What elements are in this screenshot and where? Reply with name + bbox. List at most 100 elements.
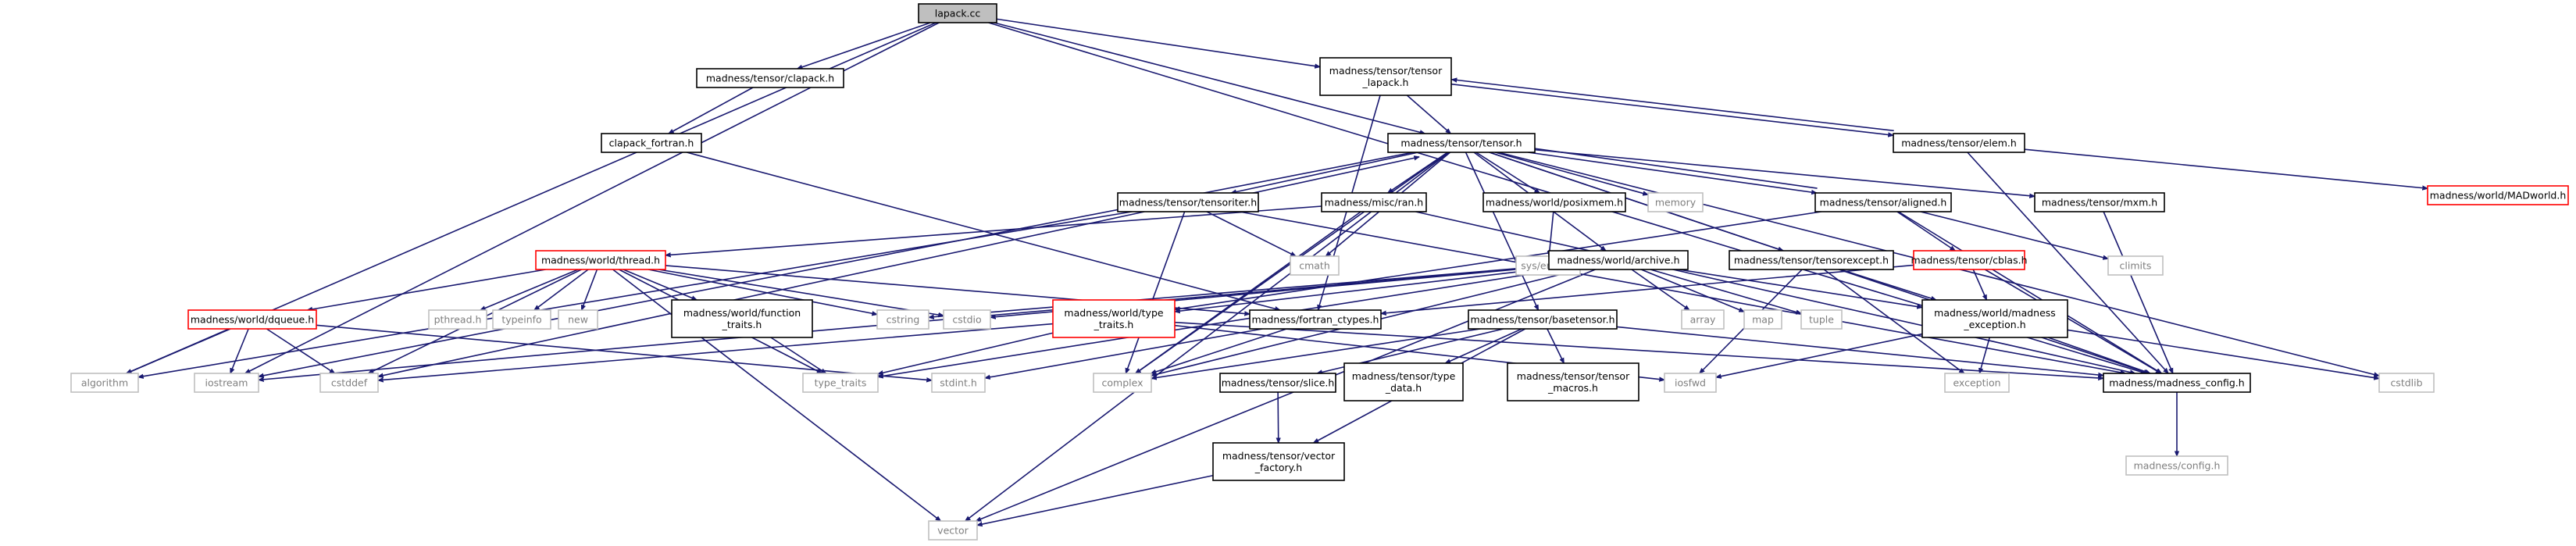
node-box-cfortran bbox=[601, 133, 702, 153]
node-label-basetensor: madness/tensor/basetensor.h bbox=[1470, 314, 1614, 326]
node-box-fctypes bbox=[1249, 309, 1382, 330]
node-label-elem: madness/tensor/elem.h bbox=[1901, 137, 2017, 149]
node-label-ran: madness/misc/ran.h bbox=[1325, 197, 1423, 209]
node-box-ran bbox=[1321, 192, 1427, 212]
node-label-memory: memory bbox=[1655, 197, 1697, 209]
edge-elem-to-tlapack bbox=[1452, 80, 1894, 132]
node-array: array bbox=[1681, 309, 1725, 330]
node-label-posix: madness/world/posixmem.h bbox=[1486, 197, 1623, 209]
edge-dqueue-to-stdint bbox=[316, 324, 932, 380]
node-algorithm: algorithm bbox=[70, 373, 139, 393]
node-label-texcept: madness/tensor/tensorexcept.h bbox=[1734, 255, 1889, 266]
edge-thread-to-dqueue bbox=[307, 269, 546, 310]
node-label-functr-1: _traits.h bbox=[722, 319, 762, 330]
node-label-vfactory-0: madness/tensor/vector bbox=[1222, 450, 1336, 462]
edge-titer-to-madcfg bbox=[1239, 211, 2125, 373]
node-texcept[interactable]: madness/tensor/tensorexcept.h bbox=[1729, 250, 1894, 270]
node-box-basetensor bbox=[1468, 309, 1618, 330]
edge-tlapack-to-elem bbox=[1450, 83, 1893, 136]
node-thread[interactable]: madness/world/thread.h bbox=[535, 250, 666, 270]
edge-cblas-to-madexc bbox=[1972, 269, 1988, 300]
edge-thread-to-vector bbox=[612, 269, 941, 521]
node-complex: complex bbox=[1093, 373, 1152, 393]
node-madexc[interactable]: madness/world/madness_exception.h bbox=[1921, 299, 2068, 338]
node-label-map: map bbox=[1752, 314, 1774, 326]
node-archive[interactable]: madness/world/archive.h bbox=[1548, 250, 1689, 270]
node-exception: exception bbox=[1944, 373, 2010, 393]
node-tensor[interactable]: madness/tensor/tensor.h bbox=[1387, 133, 1536, 153]
edge-madexc-to-madcfg bbox=[2047, 337, 2150, 373]
edge-texcept-to-madexc bbox=[1840, 269, 1936, 300]
edge-fctypes-to-stdint bbox=[985, 328, 1263, 378]
node-box-new bbox=[558, 309, 598, 330]
node-slice[interactable]: madness/tensor/slice.h bbox=[1219, 373, 1336, 393]
node-box-vfactory bbox=[1212, 442, 1345, 481]
edge-lapack-to-tensor bbox=[994, 22, 1425, 134]
node-titer[interactable]: madness/tensor/tensoriter.h bbox=[1117, 192, 1259, 212]
node-box-madexc bbox=[1921, 299, 2068, 338]
node-label-exception: exception bbox=[1953, 377, 2000, 389]
node-aligned[interactable]: madness/tensor/aligned.h bbox=[1814, 192, 1952, 212]
node-label-tlapack-0: madness/tensor/tensor bbox=[1329, 65, 1443, 77]
node-label-clapack: madness/tensor/clapack.h bbox=[706, 73, 834, 84]
node-typetr[interactable]: madness/world/type_traits.h bbox=[1052, 299, 1176, 338]
edge-thread-to-cstdio bbox=[658, 269, 944, 316]
edge-posix-to-syserrno bbox=[1549, 211, 1554, 256]
node-label-functr-0: madness/world/function bbox=[683, 307, 801, 319]
node-vfactory[interactable]: madness/tensor/vector_factory.h bbox=[1212, 442, 1345, 481]
node-label-titer: madness/tensor/tensoriter.h bbox=[1119, 197, 1257, 209]
node-box-complex bbox=[1093, 373, 1152, 393]
node-dqueue[interactable]: madness/world/dqueue.h bbox=[187, 309, 317, 330]
edge-titer-to-tensor bbox=[1232, 157, 1419, 198]
node-madworld[interactable]: madness/world/MADworld.h bbox=[2427, 185, 2569, 205]
node-box-archive bbox=[1548, 250, 1689, 270]
node-cfortran[interactable]: clapack_fortran.h bbox=[601, 133, 702, 153]
node-elem[interactable]: madness/tensor/elem.h bbox=[1893, 133, 2025, 153]
node-posix[interactable]: madness/world/posixmem.h bbox=[1482, 192, 1626, 212]
node-clapack[interactable]: madness/tensor/clapack.h bbox=[696, 68, 844, 88]
node-label-cblas: madness/tensor/cblas.h bbox=[1911, 255, 2028, 266]
node-basetensor[interactable]: madness/tensor/basetensor.h bbox=[1468, 309, 1618, 330]
node-madcfg[interactable]: madness/madness_config.h bbox=[2103, 373, 2251, 393]
node-functr[interactable]: madness/world/function_traits.h bbox=[671, 299, 813, 338]
node-box-config bbox=[2125, 455, 2228, 476]
node-mxm[interactable]: madness/tensor/mxm.h bbox=[2034, 192, 2165, 212]
node-cblas[interactable]: madness/tensor/cblas.h bbox=[1911, 250, 2028, 270]
node-box-tensor bbox=[1387, 133, 1536, 153]
node-box-cstdio bbox=[943, 309, 991, 330]
node-iostream: iostream bbox=[194, 373, 259, 393]
nodes: lapack.cc madness/tensor/clapack.h madness… bbox=[70, 3, 2569, 541]
edge-tlapack-to-tensor bbox=[1406, 95, 1450, 134]
node-label-tlapack-1: _lapack.h bbox=[1362, 77, 1409, 88]
node-ran[interactable]: madness/misc/ran.h bbox=[1321, 192, 1427, 212]
node-fctypes[interactable]: madness/fortran_ctypes.h bbox=[1249, 309, 1382, 330]
node-tuple: tuple bbox=[1800, 309, 1843, 330]
node-label-cstddef: cstddef bbox=[331, 377, 368, 389]
node-cstring: cstring bbox=[876, 309, 929, 330]
edge-ran-to-madcfg bbox=[1415, 211, 2135, 373]
edge-lapack-to-tlapack bbox=[996, 18, 1320, 66]
node-label-tensor: madness/tensor/tensor.h bbox=[1400, 137, 1522, 149]
edge-titer-to-cmath bbox=[1206, 211, 1296, 257]
node-tmacros[interactable]: madness/tensor/tensor_macros.h bbox=[1507, 362, 1639, 401]
node-box-tlapack bbox=[1319, 57, 1452, 96]
edge-functr-to-typetraits bbox=[770, 337, 826, 373]
node-box-tmacros bbox=[1507, 362, 1639, 401]
edge-typetr-to-madcfg bbox=[1174, 321, 2103, 379]
node-box-elem bbox=[1893, 133, 2025, 153]
edge-basetensor-to-ttypedata bbox=[1445, 328, 1522, 364]
node-tlapack[interactable]: madness/tensor/tensor_lapack.h bbox=[1319, 57, 1452, 96]
edge-elem-to-madcfg bbox=[1967, 152, 2168, 373]
node-box-algorithm bbox=[70, 373, 139, 393]
node-ttypedata[interactable]: madness/tensor/type_data.h bbox=[1343, 362, 1464, 401]
node-label-dqueue: madness/world/dqueue.h bbox=[191, 314, 314, 326]
node-label-cstdlib: cstdlib bbox=[2390, 377, 2422, 389]
node-box-tuple bbox=[1800, 309, 1843, 330]
node-box-cblas bbox=[1913, 250, 2025, 270]
node-map: map bbox=[1743, 309, 1782, 330]
edge-tensor-to-posix bbox=[1475, 152, 1540, 193]
edge-archive-to-typetr bbox=[1175, 267, 1550, 312]
node-label-typeinfo: typeinfo bbox=[501, 314, 541, 326]
node-label-tmacros-1: _macros.h bbox=[1547, 382, 1598, 394]
node-lapack[interactable]: lapack.cc bbox=[918, 3, 997, 23]
